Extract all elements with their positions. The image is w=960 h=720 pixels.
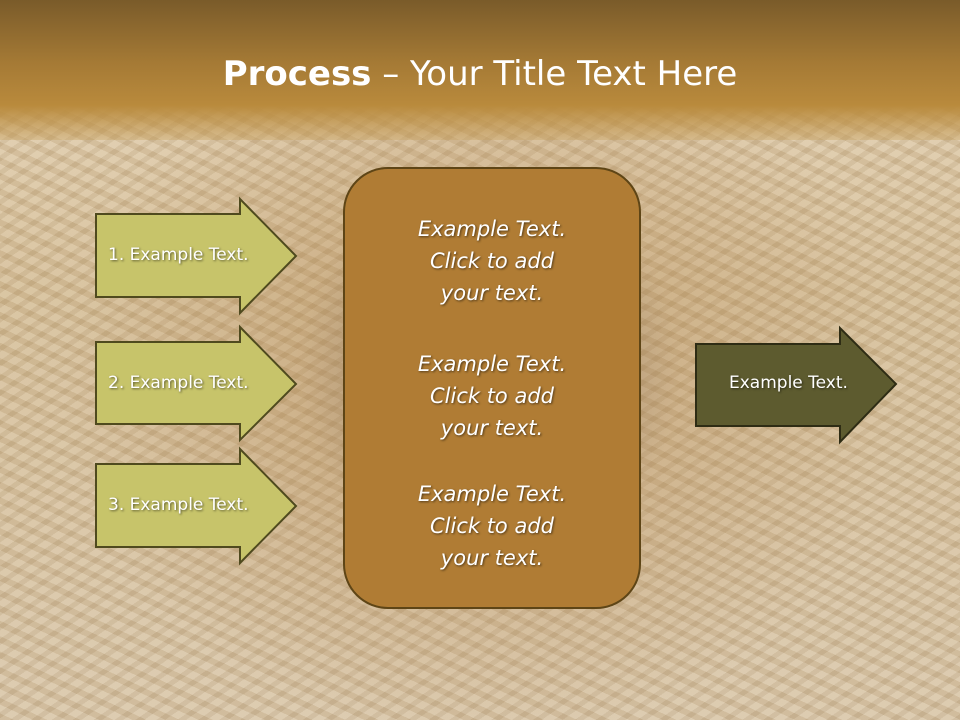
center-line: Click to add xyxy=(429,249,554,273)
center-paragraph-1: Example Text. Click to add your text. xyxy=(344,213,640,309)
center-paragraph-3: Example Text. Click to add your text. xyxy=(344,478,640,574)
input-arrow-1[interactable] xyxy=(95,196,298,316)
slide-title[interactable]: Process – Your Title Text Here xyxy=(0,52,960,96)
center-line: Click to add xyxy=(429,384,554,408)
title-rest-part: – Your Title Text Here xyxy=(371,54,738,94)
center-process-box[interactable] xyxy=(343,167,641,609)
center-line: Example Text. xyxy=(417,217,567,241)
input-arrow-1-label: 1. Example Text. xyxy=(108,245,249,265)
input-arrow-2-label: 2. Example Text. xyxy=(108,373,249,393)
center-paragraph-2: Example Text. Click to add your text. xyxy=(344,348,640,444)
input-arrow-3[interactable] xyxy=(95,446,298,566)
input-arrow-2[interactable] xyxy=(95,324,298,443)
title-bar xyxy=(0,0,960,140)
center-line: Example Text. xyxy=(417,482,567,506)
center-line: Click to add xyxy=(429,514,554,538)
center-line: your text. xyxy=(440,416,544,440)
center-line: your text. xyxy=(440,546,544,570)
center-line: your text. xyxy=(440,281,544,305)
title-bold-part: Process xyxy=(222,54,372,94)
input-arrow-3-label: 3. Example Text. xyxy=(108,495,249,515)
output-arrow[interactable] xyxy=(695,325,898,445)
center-line: Example Text. xyxy=(417,352,567,376)
output-arrow-label: Example Text. xyxy=(729,373,848,393)
